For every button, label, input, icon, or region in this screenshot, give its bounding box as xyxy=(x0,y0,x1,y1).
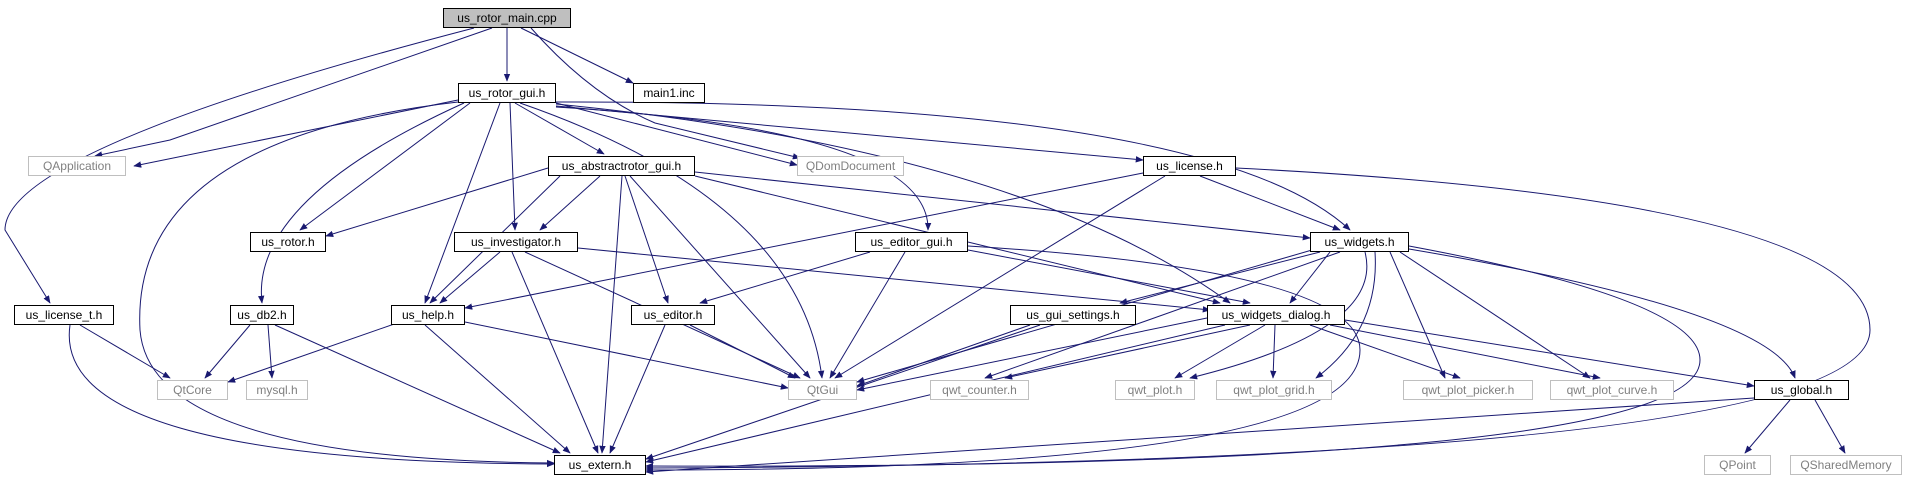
edge-widgets-dialog-qwt-plot-picker xyxy=(1309,324,1461,379)
node-us-global-h[interactable]: us_global.h xyxy=(1754,380,1849,400)
node-qwt-plot-h: qwt_plot.h xyxy=(1115,380,1195,400)
node-us-extern-h[interactable]: us_extern.h xyxy=(554,455,646,475)
node-us-gui-settings-h[interactable]: us_gui_settings.h xyxy=(1010,305,1136,325)
node-qwt-plot-curve-h: qwt_plot_curve.h xyxy=(1550,380,1674,400)
edge-abstract-rotor xyxy=(325,167,549,237)
edge-rotor-gui-qapplication xyxy=(133,99,459,168)
node-us-editor-h[interactable]: us_editor.h xyxy=(631,305,715,325)
node-us-db2-h[interactable]: us_db2.h xyxy=(230,305,294,325)
edge-main-qdomdocument xyxy=(530,27,801,160)
edge-widgets-qwt-counter xyxy=(984,251,1341,379)
edge-global-qpoint xyxy=(1744,399,1791,454)
node-us-rotor-gui-h[interactable]: us_rotor_gui.h xyxy=(458,83,556,103)
edge-license-extern xyxy=(645,167,1871,472)
edge-widgets-dialog-qwt-plot xyxy=(1174,324,1266,379)
edge-editor-extern xyxy=(609,324,666,454)
edge-investigator-help xyxy=(439,251,501,304)
edge-license-help xyxy=(464,172,1144,310)
node-us-widgets-dialog-h[interactable]: us_widgets_dialog.h xyxy=(1207,305,1345,325)
edge-editor-gui-extern xyxy=(645,245,1361,474)
edge-abstract-extern xyxy=(599,175,623,454)
node-qtgui: QtGui xyxy=(788,380,857,400)
node-us-investigator-h[interactable]: us_investigator.h xyxy=(454,232,578,252)
node-us-rotor-h[interactable]: us_rotor.h xyxy=(250,232,326,252)
edge-investigator-widgets-dialog xyxy=(577,247,1211,313)
node-qsharedmemory: QSharedMemory xyxy=(1790,455,1902,475)
edge-gui-settings-qtgui xyxy=(856,324,1031,387)
node-us-license-t-h[interactable]: us_license_t.h xyxy=(14,305,114,325)
edge-rotor-gui-widgets-dialog xyxy=(555,103,1231,304)
node-qapplication: QApplication xyxy=(28,156,126,176)
edge-editor-gui-qtgui xyxy=(829,251,906,379)
edge-rotor-gui-help xyxy=(424,102,501,304)
node-us-editor-gui-h[interactable]: us_editor_gui.h xyxy=(855,232,968,252)
edge-widgets-qwt-plot-curve xyxy=(1399,251,1591,379)
edge-widgets-global xyxy=(1408,248,1796,379)
node-qpoint: QPoint xyxy=(1704,455,1771,475)
edge-license-widgets xyxy=(1199,175,1341,231)
edge-global-extern xyxy=(645,397,1755,475)
node-us-help-h[interactable]: us_help.h xyxy=(391,305,465,325)
edge-investigator-extern xyxy=(511,251,599,454)
edge-db2-mysql xyxy=(267,324,275,379)
edge-license-qtgui xyxy=(834,175,1166,379)
node-main1-inc[interactable]: main1.inc xyxy=(633,83,705,103)
edge-main-qapplication xyxy=(94,27,493,158)
edge-help-qtcore xyxy=(227,321,401,383)
edge-db2-qtcore xyxy=(204,324,251,379)
edge-main-license-t xyxy=(4,27,475,304)
edge-widgets-dialog-global xyxy=(1344,319,1755,389)
edge-widgets-dialog-qwt-plot-grid xyxy=(1270,324,1277,379)
edge-widgets-qwt-plot-picker xyxy=(1389,251,1446,379)
edge-abstract-editor xyxy=(624,175,669,304)
node-qwt-plot-grid-h: qwt_plot_grid.h xyxy=(1216,380,1332,400)
edge-widgets-gui-settings xyxy=(1119,251,1321,305)
edge-license-t-extern xyxy=(68,324,555,468)
node-us-widgets-h[interactable]: us_widgets.h xyxy=(1310,232,1409,252)
edge-widgets-dialog-qwt-counter xyxy=(1004,324,1251,380)
edge-abstract-investigator xyxy=(539,175,601,231)
edge-editor-qtgui xyxy=(689,324,796,379)
node-us-abstractrotor-gui-h[interactable]: us_abstractrotor_gui.h xyxy=(548,156,695,176)
edge-widgets-dialog-qwt-plot-curve xyxy=(1329,324,1601,380)
edge-editor-gui-editor xyxy=(699,251,871,304)
node-qwt-counter-h: qwt_counter.h xyxy=(930,380,1029,400)
edge-rotor-gui-qtgui xyxy=(519,102,825,379)
edge-editor-gui-widgets-dialog xyxy=(967,249,1251,305)
edge-widgets-widgets-dialog xyxy=(1289,251,1331,304)
edge-db2-extern xyxy=(274,324,561,454)
edge-license-t-qtcore xyxy=(79,324,171,379)
edge-rotor-gui-investigator xyxy=(509,102,518,231)
edge-rotor-gui-db2 xyxy=(257,102,465,304)
node-mysql-h: mysql.h xyxy=(246,380,308,400)
edge-help-qtgui xyxy=(464,321,789,390)
edge-rotor-gui-rotor xyxy=(299,102,471,231)
edge-rotor-gui-extern xyxy=(139,101,555,467)
node-qwt-plot-picker-h: qwt_plot_picker.h xyxy=(1403,380,1533,400)
edge-abstract-widgets xyxy=(694,171,1311,241)
edge-rotor-gui-qdomdocument xyxy=(555,102,798,167)
node-us-rotor-main-cpp[interactable]: us_rotor_main.cpp xyxy=(443,8,571,28)
edge-help-extern xyxy=(424,324,571,454)
edge-global-qsharedmemory xyxy=(1814,399,1846,454)
node-qtcore: QtCore xyxy=(157,380,228,400)
edge-widgets-dialog-qtgui xyxy=(856,317,1208,392)
node-qdomdocument: QDomDocument xyxy=(797,156,904,176)
edge-rotor-gui-widgets xyxy=(555,101,1351,231)
edge-rotor-gui-abstract xyxy=(514,102,605,155)
node-us-license-h[interactable]: us_license.h xyxy=(1143,156,1236,176)
edge-abstract-qtgui xyxy=(629,175,811,379)
